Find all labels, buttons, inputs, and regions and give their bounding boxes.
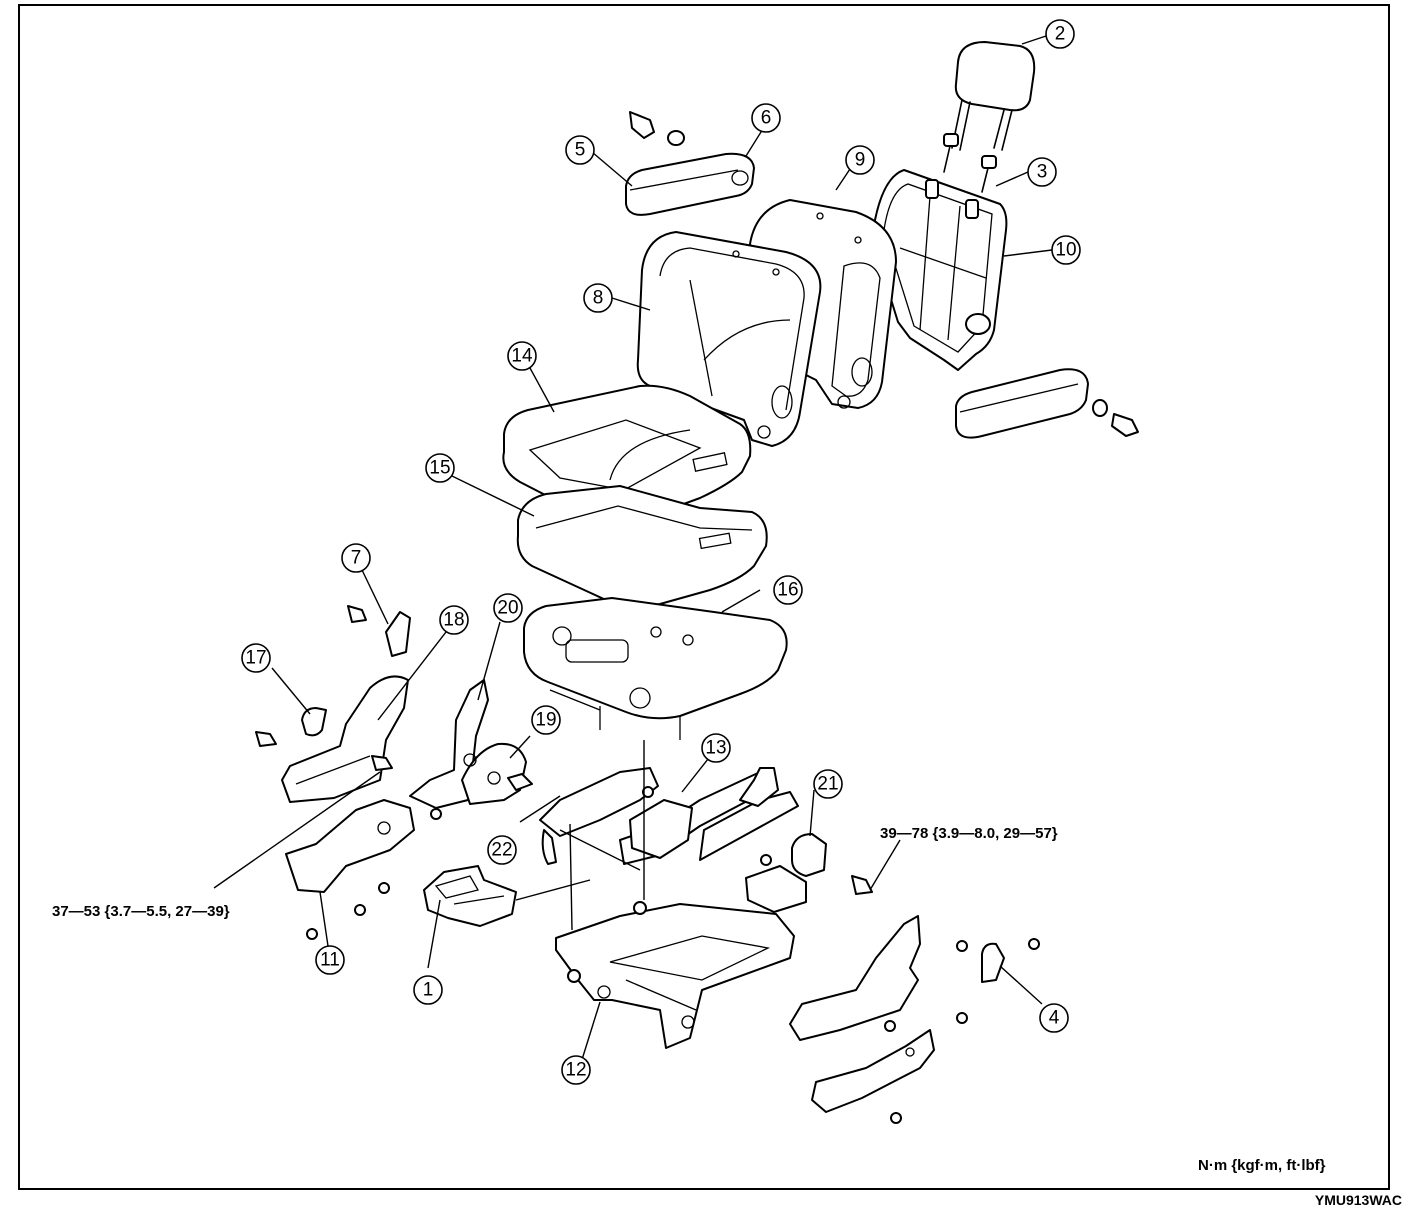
svg-text:20: 20 (497, 598, 518, 619)
svg-text:4: 4 (1049, 1008, 1060, 1029)
callout-13: 13 (701, 733, 731, 763)
callout-5: 5 (565, 135, 595, 165)
svg-text:17: 17 (245, 648, 266, 669)
callout-6: 6 (751, 103, 781, 133)
callout-18: 18 (439, 605, 469, 635)
seat-switch-1 (423, 865, 517, 927)
side-cover-right-lower (811, 1012, 968, 1124)
callout-14: 14 (507, 341, 537, 371)
svg-text:14: 14 (511, 346, 533, 367)
side-cover-right-upper (789, 915, 1040, 1041)
svg-text:12: 12 (565, 1060, 586, 1081)
units-note: N·m {kgf·m, ft·lbf} (1198, 1157, 1326, 1174)
torque-spec-left: 37—53 {3.7—5.5, 27—39} (52, 903, 230, 920)
switch-module (745, 854, 807, 913)
callout-22: 22 (487, 835, 517, 865)
callout-11: 11 (315, 945, 345, 975)
svg-text:6: 6 (761, 108, 772, 129)
callout-1: 1 (413, 975, 443, 1005)
callout-20: 20 (493, 593, 523, 623)
callout-3: 3 (1027, 157, 1057, 187)
seat-pan (523, 597, 788, 740)
seat-motor (629, 786, 693, 915)
knob-17 (301, 707, 327, 737)
callout-15: 15 (425, 453, 455, 483)
bracket-cover-11 (285, 799, 442, 940)
svg-text:15: 15 (429, 458, 450, 479)
seat-track-assembly (555, 903, 795, 1049)
callout-12: 12 (561, 1055, 591, 1085)
recliner-mechanism (371, 679, 533, 809)
figure-code: YMU913WAC (1314, 1192, 1402, 1208)
bracket-cover-7 (347, 605, 411, 657)
svg-text:2: 2 (1055, 24, 1066, 45)
svg-text:21: 21 (817, 774, 838, 795)
svg-text:19: 19 (535, 710, 556, 731)
svg-text:16: 16 (777, 580, 798, 601)
svg-text:8: 8 (593, 288, 604, 309)
svg-text:9: 9 (855, 150, 866, 171)
callout-19: 19 (531, 705, 561, 735)
callout-17: 17 (241, 643, 271, 673)
seat-cushion-cover (502, 384, 752, 525)
callout-8: 8 (583, 283, 613, 313)
callout-2: 2 (1045, 19, 1075, 49)
seatback-frame (871, 169, 1008, 371)
armrest-screw-left (629, 111, 685, 146)
armrest-right (955, 368, 1139, 439)
callout-9: 9 (845, 145, 875, 175)
svg-text:3: 3 (1037, 162, 1048, 183)
headrest-guides (943, 133, 997, 193)
callout-10: 10 (1051, 235, 1081, 265)
torque-spec-right: 39—78 {3.9—8.0, 29—57} (880, 825, 1058, 842)
svg-text:1: 1 (423, 980, 434, 1001)
svg-text:10: 10 (1055, 240, 1076, 261)
svg-text:5: 5 (575, 140, 586, 161)
headrest (951, 41, 1036, 151)
armrest-left (625, 152, 755, 216)
svg-text:7: 7 (351, 548, 362, 569)
diagram-frame (18, 4, 1390, 1190)
bracket-21 (791, 833, 873, 895)
callout-7: 7 (341, 543, 371, 573)
callout-21: 21 (813, 769, 843, 799)
svg-text:13: 13 (705, 738, 726, 759)
seat-cushion-pad (516, 485, 768, 609)
callout-4: 4 (1039, 1003, 1069, 1033)
svg-text:11: 11 (320, 950, 340, 971)
svg-text:18: 18 (443, 610, 464, 631)
side-cover-18 (255, 675, 409, 803)
svg-text:22: 22 (491, 840, 512, 861)
callout-16: 16 (773, 575, 803, 605)
